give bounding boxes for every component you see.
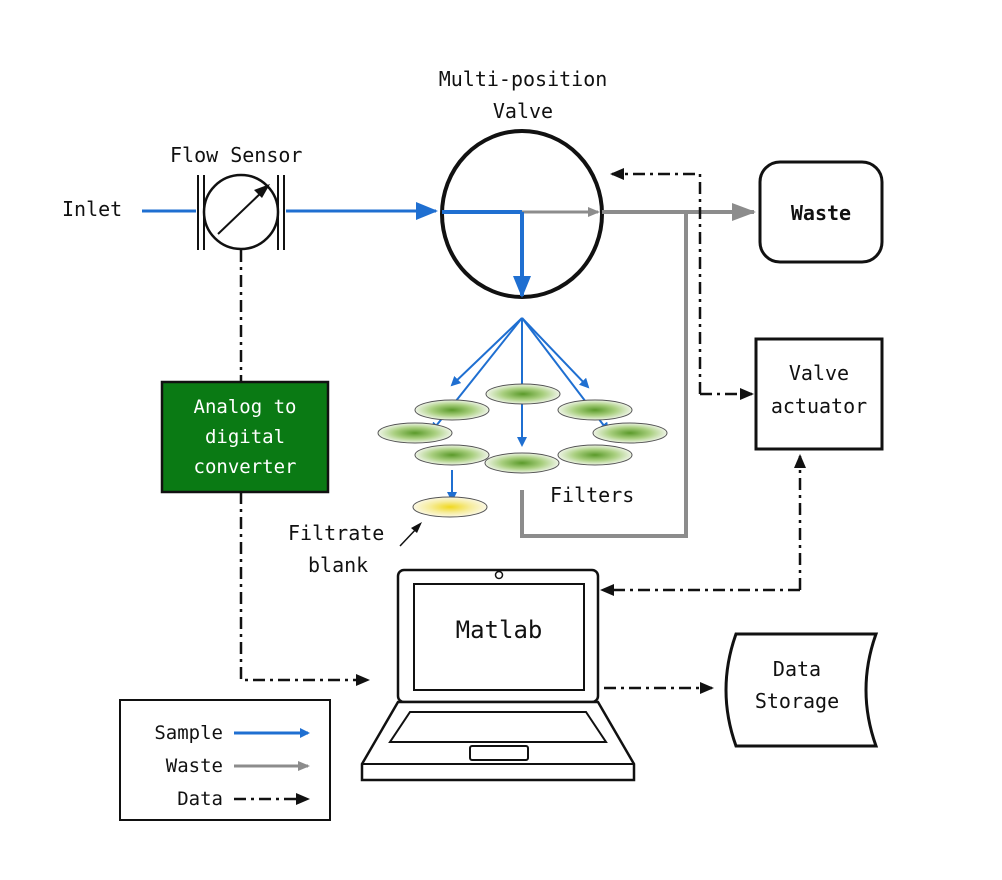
data-line-actuator-valve	[610, 168, 702, 394]
filter-disc	[377, 422, 453, 444]
filtrate-label-1: Filtrate	[288, 521, 384, 545]
legend-sample-label: Sample	[154, 722, 223, 744]
filtrate-blank-disc	[412, 496, 488, 518]
filter-disc	[484, 452, 560, 474]
legend-waste-label: Waste	[166, 755, 223, 777]
flow-sensor-label: Flow Sensor	[170, 143, 302, 167]
filter-disc	[485, 383, 561, 405]
waste-box	[758, 160, 884, 264]
filter-array	[377, 383, 668, 474]
valve-actuator-label-1: Valve	[789, 361, 849, 385]
legend: Sample Waste Data	[119, 699, 331, 821]
valve-actuator-label-2: actuator	[771, 394, 867, 418]
filter-disc	[414, 399, 490, 421]
waste-label: Waste	[791, 201, 851, 225]
filtrate-label-2: blank	[308, 553, 368, 577]
data-storage-label-2: Storage	[755, 689, 839, 713]
laptop	[360, 568, 636, 782]
inlet-label: Inlet	[62, 197, 122, 221]
filter-disc	[557, 399, 633, 421]
legend-data-label: Data	[177, 788, 223, 810]
valve-label-1: Multi-position	[439, 67, 608, 91]
filters-label: Filters	[550, 483, 634, 507]
filter-disc	[557, 444, 633, 466]
valve-actuator-box	[754, 337, 884, 451]
adc-box	[160, 380, 330, 494]
adc-label-2: digital	[205, 426, 285, 448]
filter-disc	[414, 444, 490, 466]
adc-label-1: Analog to	[194, 396, 297, 418]
filter-waste-return	[520, 212, 688, 538]
filter-distribution-arrows	[430, 317, 610, 447]
data-storage-shape	[724, 632, 879, 748]
filtrate-pointer-head	[411, 522, 422, 533]
valve-label-2: Valve	[493, 99, 553, 123]
flow-sensor	[197, 173, 285, 251]
adc-label-3: converter	[194, 456, 297, 478]
filter-disc	[592, 422, 668, 444]
data-storage-label-1: Data	[773, 657, 821, 681]
matlab-label: Matlab	[456, 616, 543, 644]
